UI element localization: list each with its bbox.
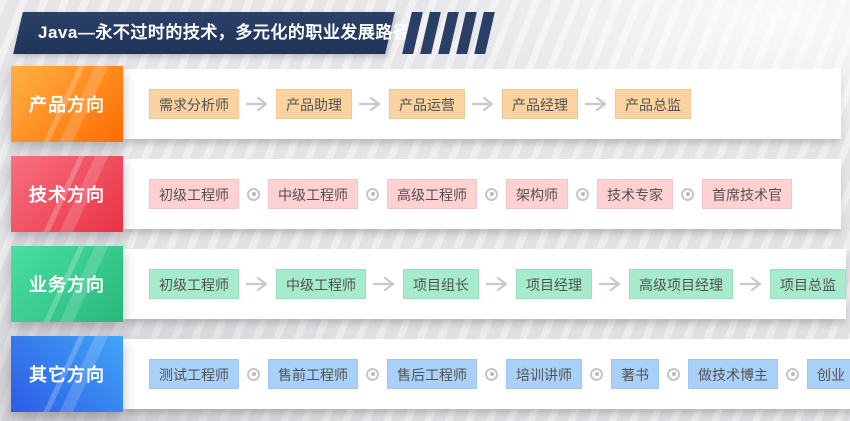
career-step-chip: 创业: [807, 359, 850, 389]
career-row: 技术方向初级工程师中级工程师高级工程师架构师技术专家首席技术官: [11, 156, 841, 232]
career-step-chip: 售后工程师: [387, 359, 477, 389]
bullet-circle-icon: [590, 367, 603, 381]
career-step-chip: 产品经理: [502, 89, 578, 119]
career-track: 需求分析师 产品助理 产品运营 产品经理 产品总监: [123, 69, 841, 139]
career-row: 产品方向 需求分析师 产品助理 产品运营 产品经理 产品总监: [11, 66, 841, 142]
career-step-chip: 项目经理: [516, 269, 592, 299]
decor-slash-icon: [456, 12, 477, 54]
career-step-chip: 产品总监: [615, 89, 691, 119]
bullet-circle-icon: [576, 187, 589, 201]
career-step-chip: 高级工程师: [387, 179, 477, 209]
bullet-circle-icon: [667, 367, 680, 381]
direction-label-text: 其它方向: [29, 365, 105, 385]
bullet-circle-icon: [681, 187, 694, 201]
bullet-dot: [489, 372, 494, 376]
career-track: 测试工程师售前工程师售后工程师培训讲师著书做技术博主创业: [123, 339, 850, 409]
career-step-chip: 项目总监: [770, 269, 846, 299]
bullet-circle-icon: [786, 367, 799, 381]
career-step-chip: 技术专家: [597, 179, 673, 209]
career-step-chip: 初级工程师: [149, 179, 239, 209]
career-row: 业务方向 初级工程师 中级工程师 项目组长 项目经理 高级项目经理 项目总监: [11, 246, 846, 322]
bullet-dot: [251, 372, 256, 376]
career-step-chip: 售前工程师: [268, 359, 358, 389]
arrow-right-icon: [486, 276, 509, 292]
career-track: 初级工程师 中级工程师 项目组长 项目经理 高级项目经理 项目总监: [123, 249, 846, 319]
decor-slash-bars: [400, 12, 495, 54]
bullet-dot: [685, 192, 690, 196]
career-step-chip: 架构师: [506, 179, 568, 209]
title-banner: Java—永不过时的技术，多元化的职业发展路径: [13, 12, 410, 54]
bullet-dot: [790, 372, 795, 376]
career-step-chip: 著书: [611, 359, 659, 389]
arrow-right-icon: [585, 96, 608, 112]
career-step-chip: 中级工程师: [276, 269, 366, 299]
direction-label: 技术方向: [11, 156, 123, 232]
header-banner: Java—永不过时的技术，多元化的职业发展路径: [0, 0, 850, 54]
career-step-chip: 项目组长: [403, 269, 479, 299]
arrow-right-icon: [359, 96, 382, 112]
page-title: Java—永不过时的技术，多元化的职业发展路径: [38, 23, 411, 42]
bullet-dot: [489, 192, 494, 196]
career-step-chip: 产品助理: [276, 89, 352, 119]
bullet-dot: [594, 372, 599, 376]
career-row: 其它方向测试工程师售前工程师售后工程师培训讲师著书做技术博主创业: [11, 336, 850, 412]
arrow-right-icon: [740, 276, 763, 292]
career-step-chip: 高级项目经理: [629, 269, 733, 299]
direction-label: 业务方向: [11, 246, 123, 322]
direction-label: 其它方向: [11, 336, 123, 412]
decor-slash-icon: [438, 12, 459, 54]
decor-slash-icon: [420, 12, 441, 54]
direction-label-text: 业务方向: [29, 275, 105, 295]
bullet-dot: [580, 192, 585, 196]
career-step-chip: 产品运营: [389, 89, 465, 119]
career-step-chip: 首席技术官: [702, 179, 792, 209]
career-step-chip: 初级工程师: [149, 269, 239, 299]
career-step-chip: 做技术博主: [688, 359, 778, 389]
decor-slash-icon: [474, 12, 495, 54]
career-track: 初级工程师中级工程师高级工程师架构师技术专家首席技术官: [123, 159, 841, 229]
bullet-dot: [671, 372, 676, 376]
bullet-circle-icon: [366, 367, 379, 381]
direction-label-text: 产品方向: [29, 95, 105, 115]
bullet-circle-icon: [485, 367, 498, 381]
arrow-right-icon: [246, 96, 269, 112]
bullet-dot: [370, 192, 375, 196]
bullet-circle-icon: [247, 367, 260, 381]
bullet-circle-icon: [485, 187, 498, 201]
career-rows: 产品方向需求分析师产品助理产品运营产品经理产品总监技术方向初级工程师中级工程师高…: [11, 66, 850, 412]
career-step-chip: 中级工程师: [268, 179, 358, 209]
direction-label-text: 技术方向: [29, 185, 105, 205]
career-step-chip: 测试工程师: [149, 359, 239, 389]
arrow-right-icon: [373, 276, 396, 292]
career-step-chip: 需求分析师: [149, 89, 239, 119]
arrow-right-icon: [472, 96, 495, 112]
career-step-chip: 培训讲师: [506, 359, 582, 389]
bullet-circle-icon: [247, 187, 260, 201]
direction-label: 产品方向: [11, 66, 123, 142]
bullet-dot: [251, 192, 256, 196]
arrow-right-icon: [246, 276, 269, 292]
bullet-circle-icon: [366, 187, 379, 201]
arrow-right-icon: [599, 276, 622, 292]
bullet-dot: [370, 372, 375, 376]
